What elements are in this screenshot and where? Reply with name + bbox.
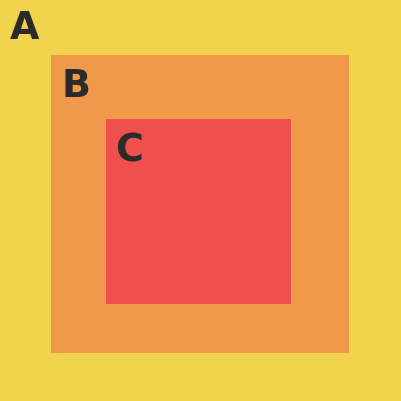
box-a-label: A [10,4,40,48]
box-c-label: C [116,126,144,170]
box-c: C [106,119,291,304]
box-b-label: B [62,62,91,106]
box-b: B C [51,55,349,353]
